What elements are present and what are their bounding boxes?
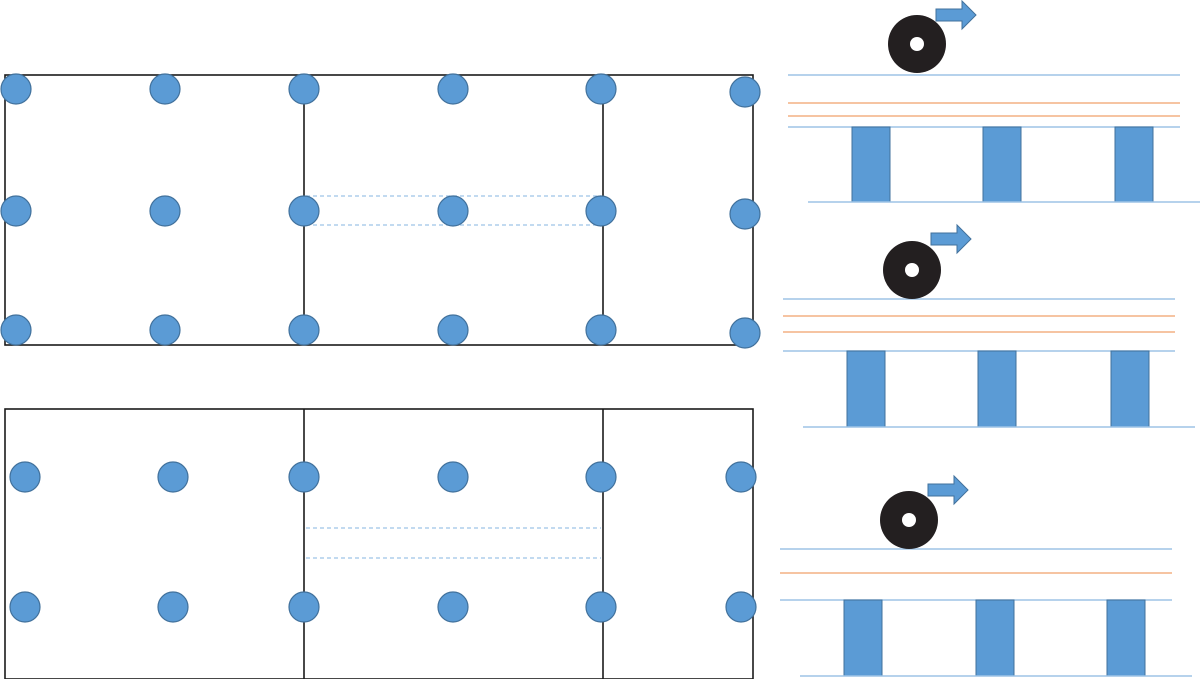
plan-three-rows — [0, 73, 761, 349]
column-marker — [288, 73, 320, 105]
pier — [1106, 599, 1146, 677]
pier — [843, 599, 883, 677]
pier — [1110, 350, 1150, 428]
column-marker — [585, 73, 617, 105]
column-marker — [288, 314, 320, 346]
column-marker — [585, 591, 617, 623]
column-marker — [157, 591, 189, 623]
right-arrow-icon — [930, 223, 972, 255]
plan-frame — [4, 408, 754, 679]
wheel-hub — [910, 37, 924, 51]
column-marker — [149, 73, 181, 105]
column-marker — [149, 195, 181, 227]
pier — [1114, 126, 1154, 203]
column-marker — [288, 195, 320, 227]
pier — [975, 599, 1015, 677]
column-marker — [729, 317, 761, 349]
column-marker — [0, 314, 32, 346]
column-marker — [585, 461, 617, 493]
column-marker — [585, 195, 617, 227]
pier — [846, 350, 886, 428]
column-marker — [729, 76, 761, 108]
column-marker — [288, 461, 320, 493]
column-marker — [437, 314, 469, 346]
right-arrow-icon — [935, 0, 977, 31]
column-marker — [9, 461, 41, 493]
pier — [982, 126, 1022, 203]
column-marker — [437, 461, 469, 493]
wheel-hub — [905, 263, 919, 277]
column-marker — [437, 591, 469, 623]
column-marker — [0, 73, 32, 105]
column-marker — [725, 591, 757, 623]
column-marker — [288, 591, 320, 623]
plan-two-rows — [4, 408, 757, 679]
column-marker — [729, 198, 761, 230]
plan-views — [0, 73, 761, 679]
column-marker — [157, 461, 189, 493]
column-marker — [149, 314, 181, 346]
section-c — [780, 474, 1192, 677]
plan-frame — [4, 74, 754, 346]
section-b — [783, 223, 1195, 428]
section-views — [780, 0, 1200, 677]
right-arrow-icon — [927, 474, 969, 506]
column-marker — [725, 461, 757, 493]
column-marker — [437, 73, 469, 105]
column-marker — [9, 591, 41, 623]
column-marker — [0, 195, 32, 227]
column-marker — [437, 195, 469, 227]
section-a — [788, 0, 1200, 203]
pier — [977, 350, 1017, 428]
pier — [851, 126, 891, 203]
wheel-hub — [902, 513, 916, 527]
column-marker — [585, 314, 617, 346]
